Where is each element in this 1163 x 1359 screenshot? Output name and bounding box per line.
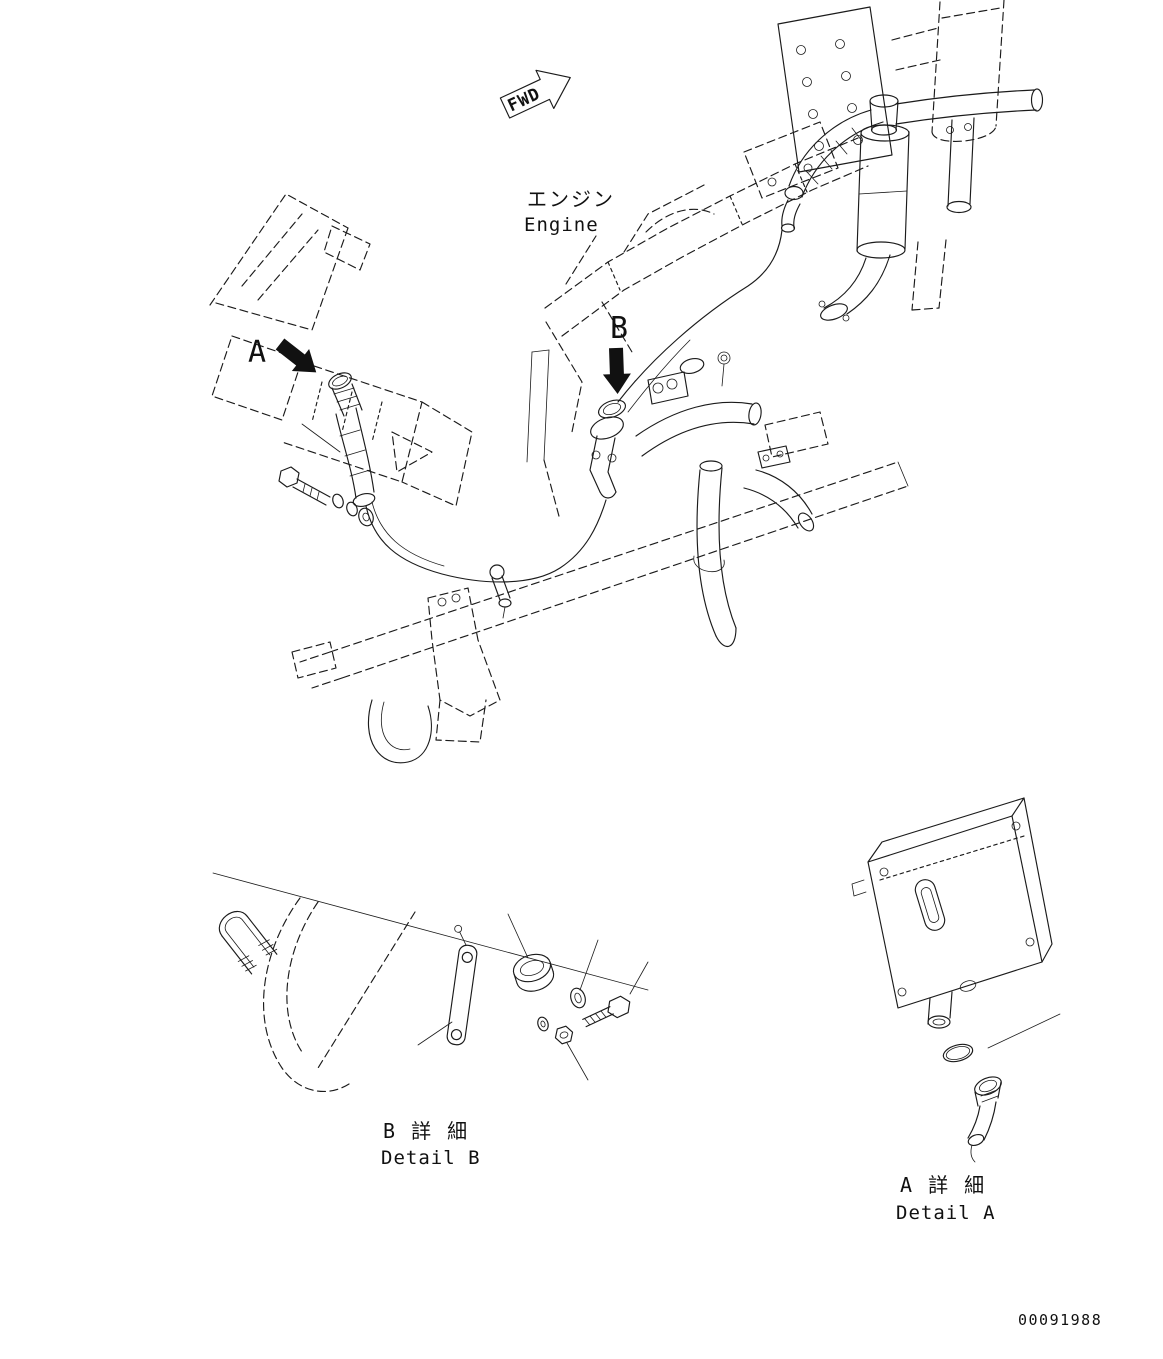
filter-assembly bbox=[777, 0, 1044, 322]
detail-a-title-en: Detail A bbox=[896, 1202, 996, 1224]
engine-outline bbox=[526, 121, 869, 521]
engine-assembly-drawing bbox=[209, 0, 1044, 764]
drawing-number: 00091988 bbox=[1018, 1311, 1102, 1329]
detail-a-title-jp: A 詳 細 bbox=[900, 1173, 986, 1197]
frame-outline bbox=[209, 193, 909, 764]
detail-b-title-jp: B 詳 細 bbox=[383, 1119, 469, 1143]
u-bolt bbox=[218, 910, 278, 975]
dipstick bbox=[967, 1076, 1002, 1163]
hex-nut bbox=[554, 1025, 574, 1045]
clamp-bracket bbox=[446, 924, 478, 1046]
inspection-slot bbox=[914, 879, 946, 931]
washer bbox=[570, 987, 586, 1009]
hose-a-assembly bbox=[278, 372, 607, 583]
hex-bolt bbox=[582, 995, 631, 1028]
callout-b-arrow-icon bbox=[602, 347, 631, 394]
detail-b-drawing bbox=[212, 872, 649, 1093]
coolant-pipes bbox=[635, 401, 829, 647]
hose-b-assembly bbox=[489, 229, 783, 619]
engine-label-en: Engine bbox=[524, 214, 599, 236]
callout-a-arrow-icon bbox=[275, 338, 317, 373]
hose-clamp bbox=[512, 953, 555, 992]
callout-a-label: A bbox=[248, 335, 266, 370]
fwd-arrow-icon: FWD bbox=[499, 69, 571, 119]
o-ring bbox=[942, 1043, 974, 1063]
detail-b-title-en: Detail B bbox=[381, 1147, 481, 1169]
engine-label-jp: エンジン bbox=[527, 187, 615, 211]
detail-a-drawing bbox=[851, 797, 1061, 1163]
flat-washer bbox=[537, 1016, 549, 1032]
callout-b-label: B bbox=[610, 311, 628, 346]
